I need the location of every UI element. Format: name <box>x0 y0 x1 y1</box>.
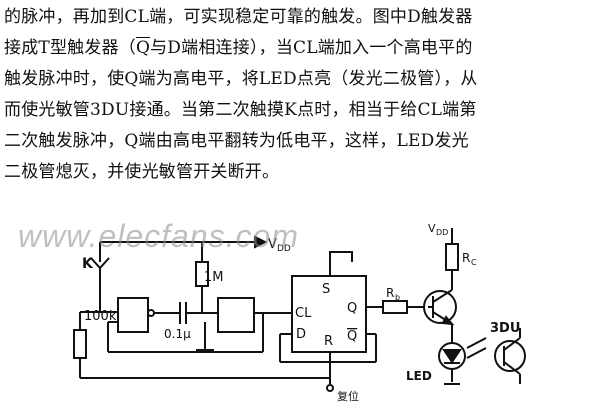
label-vdd-right-sub: DD <box>436 228 448 237</box>
phototransistor-emitter <box>503 361 521 375</box>
light-arrow-1 <box>466 337 487 349</box>
body-paragraph: 的脉冲，再加到CL端，可实现稳定可靠的触发。图中D触发器 接成T型触发器（Q与D… <box>4 2 590 188</box>
text-line-3: 触发脉冲时，使Q端为高电平，将LED点亮（发光二极管），从 <box>4 69 478 89</box>
label-ff-q: Q <box>347 301 357 316</box>
label-vdd-right: V <box>428 222 436 235</box>
label-vdd-left: V <box>268 237 277 252</box>
label-vdd-left-sub: DD <box>277 244 291 254</box>
resistor-100k <box>73 329 87 359</box>
label-rc: R <box>462 251 470 265</box>
text-line-5: 二次触发脉冲，Q端由高电平翻转为低电平，这样，LED发光 <box>4 131 469 151</box>
transistor-emitter-arrow <box>441 315 455 326</box>
light-arrow-2 <box>466 347 487 359</box>
nand-gate-2 <box>217 297 255 333</box>
label-rb: R <box>386 286 394 300</box>
label-100k: 100k <box>84 309 117 324</box>
label-k: K <box>82 256 94 272</box>
label-rb-sub: b <box>395 293 400 302</box>
nand-gate-1 <box>117 297 149 333</box>
led-diode <box>442 349 462 364</box>
label-ff-s: S <box>322 282 330 297</box>
d-flip-flop <box>291 275 367 353</box>
text-line-2-part1: 接成T型触发器（ <box>4 38 136 58</box>
label-ff-cl: CL <box>295 306 312 321</box>
reset-terminal <box>326 384 334 392</box>
text-line-6: 二极管熄灭，并使光敏管开关断开。 <box>4 162 280 182</box>
label-ff-d: D <box>296 327 306 342</box>
label-1m: 1M <box>204 270 224 285</box>
label-3du: 3DU <box>490 321 520 336</box>
label-reset: 复位 <box>337 389 359 403</box>
resistor-rb <box>382 300 408 314</box>
qbar-symbol: Q <box>135 38 151 58</box>
set-input-pulse <box>329 251 353 276</box>
vdd-arrow-left <box>254 235 268 249</box>
text-line-4: 而使光敏管3DU接通。当第二次触摸K点时，相当于给CL端第 <box>4 100 477 120</box>
resistor-rc <box>445 243 459 271</box>
transistor-collector <box>432 289 453 303</box>
phototransistor-body <box>494 340 526 372</box>
phototransistor-collector <box>503 337 521 351</box>
label-ff-r: R <box>324 334 333 349</box>
text-line-2-part2: 与D端相连接），当CL端加入一个高电平的 <box>150 38 473 58</box>
label-led: LED <box>406 369 432 383</box>
label-cap: 0.1μ <box>164 327 191 341</box>
text-line-1: 的脉冲，再加到CL端，可实现稳定可靠的触发。图中D触发器 <box>4 7 473 27</box>
label-ff-qbar: Q <box>347 329 357 344</box>
label-rc-sub: C <box>471 258 477 267</box>
text-line-2: 接成T型触发器（Q与D端相连接），当CL端加入一个高电平的 <box>4 33 590 64</box>
gate-1-inverter-bubble <box>147 309 155 317</box>
